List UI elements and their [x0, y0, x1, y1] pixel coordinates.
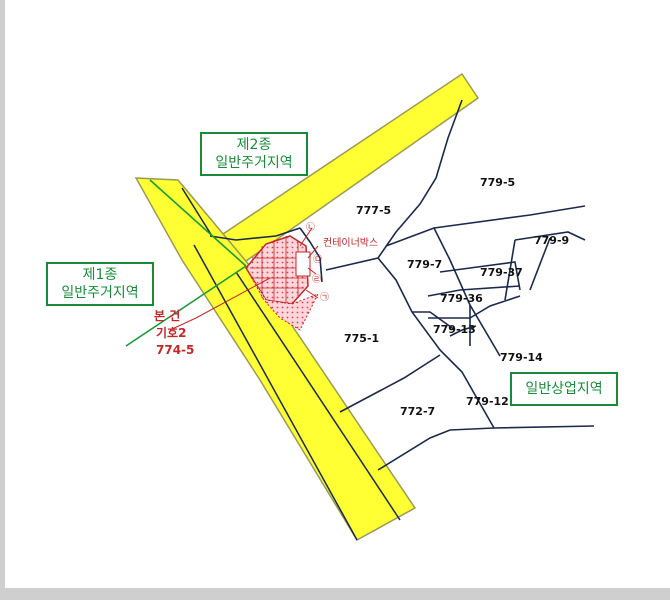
zone-label-line: 일반주거지역: [61, 285, 139, 301]
container-label: 컨테이너박스: [323, 237, 378, 249]
parcel-label: 775-1: [344, 332, 379, 345]
road-main: [134, 177, 417, 542]
subject-extension: [245, 267, 320, 331]
parcel-label: 779-13: [433, 323, 476, 336]
mark-b: ㉡: [306, 222, 315, 233]
zone-label-line: 일반상업지역: [525, 381, 603, 397]
parcel-label: 779-37: [480, 266, 523, 279]
container-box: [295, 251, 311, 277]
zone-label-residential-1: 제1종 일반주거지역: [46, 262, 154, 306]
mark-d: ㉣: [312, 274, 321, 285]
zone-label-residential-2: 제2종 일반주거지역: [200, 132, 308, 176]
scan-border-left: [0, 0, 5, 600]
parcel-label: 772-7: [400, 405, 435, 418]
parcel-label: 779-36: [440, 292, 483, 305]
mark-a: ㉠: [320, 292, 329, 303]
zone-label-line: 제2종: [236, 137, 272, 153]
zone-label-commercial: 일반상업지역: [510, 372, 618, 406]
parcel-label: 779-9: [534, 234, 569, 247]
scan-border-bottom: [0, 588, 670, 600]
zone-label-line: 일반주거지역: [215, 155, 293, 171]
subject-label-3: 774-5: [156, 343, 194, 357]
road-edge-line: [193, 244, 358, 541]
parcel-label: 779-14: [500, 351, 543, 364]
subject-label-1: 본 건: [154, 308, 180, 323]
parcel-label: 779-12: [466, 395, 509, 408]
subject-label-2: 기호2: [156, 325, 186, 340]
parcel-label: 779-7: [407, 258, 442, 271]
road-edge-line: [181, 187, 213, 237]
leader-lines: [169, 227, 319, 331]
parcel-label: 777-5: [356, 204, 391, 217]
zone-label-line: 제1종: [82, 267, 118, 283]
parcel-label: 779-5: [480, 176, 515, 189]
zoning-boundaries: [125, 179, 247, 347]
parcel-boundaries: [209, 99, 595, 471]
road-edge-line: [235, 271, 401, 521]
mark-c: ㉢: [313, 254, 322, 265]
